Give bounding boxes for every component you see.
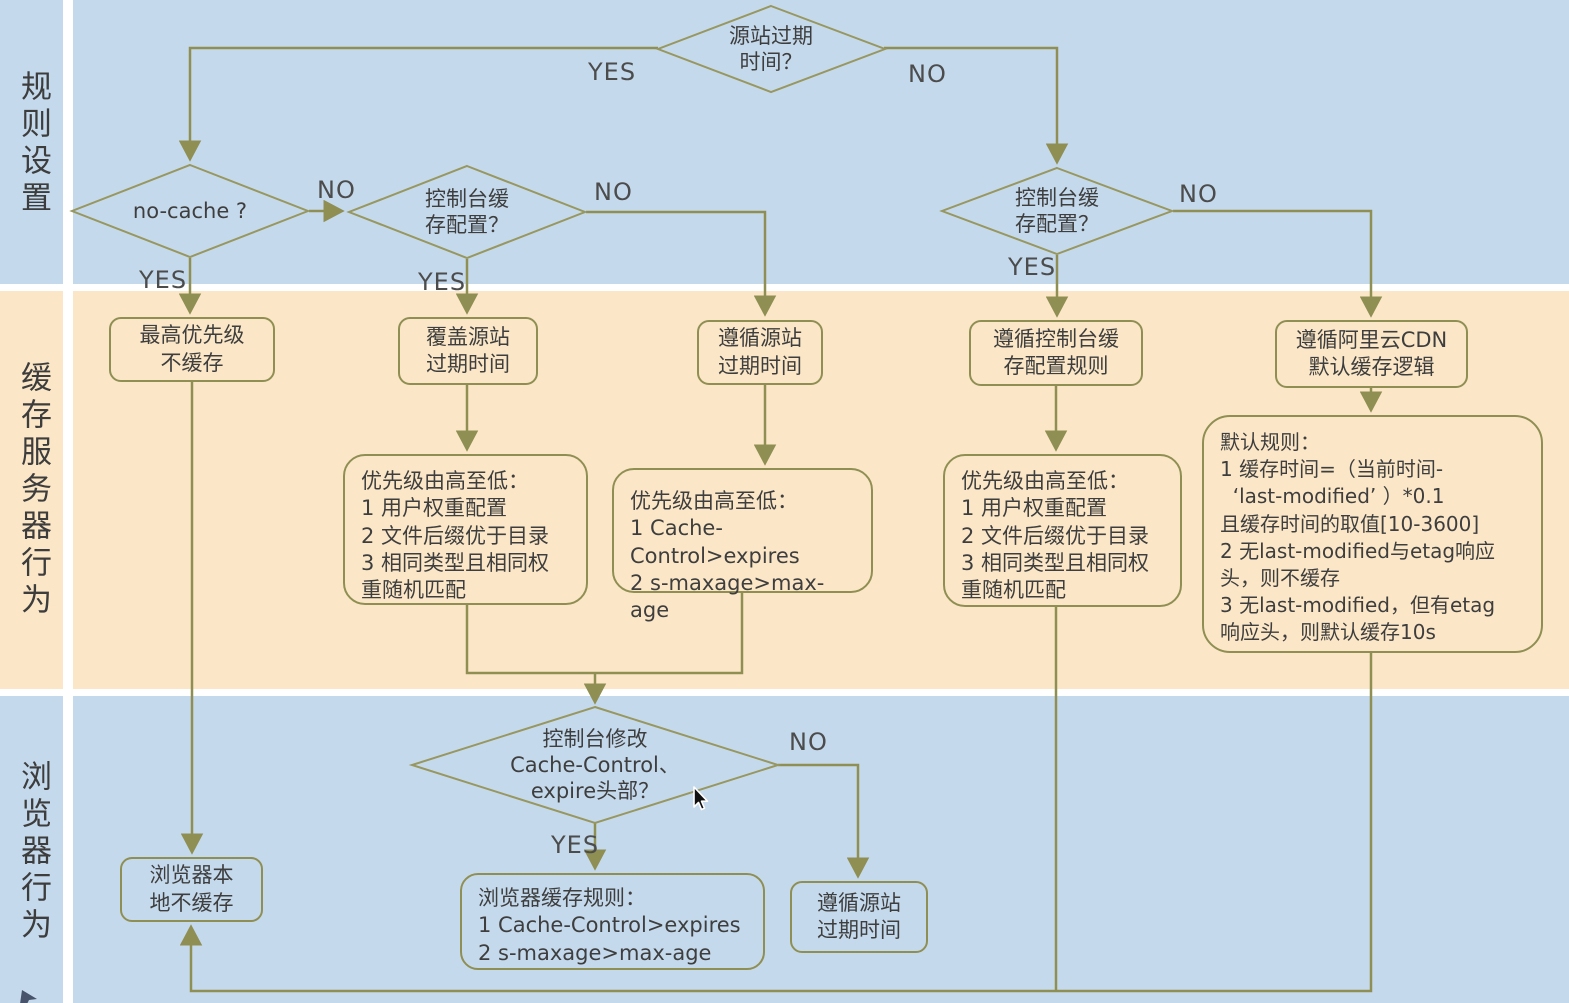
node-follow-console-rules: 遵循控制台缓 存配置规则 (969, 320, 1143, 386)
connector-origin-no (884, 46, 1069, 165)
connector-consoleL-no (586, 210, 777, 317)
decision-no-cache-shape (69, 163, 311, 259)
decision-console-cache-right-shape (939, 166, 1175, 256)
node-follow-origin-expire: 遵循源站 过期时间 (697, 320, 823, 385)
band-cache-server (0, 291, 1569, 689)
node-follow-origin-expire-bottom: 遵循源站 过期时间 (790, 881, 928, 953)
decision-console-cache-right-label: 控制台缓 存配置？ (1015, 186, 1099, 237)
node-override-origin-expire: 覆盖源站 过期时间 (398, 317, 538, 385)
edge-label-console-right-no: NO (1179, 180, 1218, 208)
edge-label-console-right-yes: YES (1008, 253, 1057, 281)
sidebar-label-browser: 浏览器行为 (15, 759, 51, 945)
decision-modify-headers-label: 控制台修改 Cache-Control、 expire头部？ (510, 727, 680, 804)
sidebar-divider (63, 0, 73, 1003)
secondary-cursor-icon (20, 990, 37, 1003)
sidebar-label-cache-server: 缓存服务器行为 (15, 360, 51, 620)
node-priority-weight-left: 优先级由高至低： 1 用户权重配置 2 文件后缀优于目录 3 相同类型且相同权 … (343, 454, 588, 605)
decision-console-cache-left-shape (346, 164, 588, 260)
connector-consoleR-no (1173, 209, 1383, 318)
edge-label-console-left-no: NO (594, 178, 633, 206)
edge-label-modify-yes: YES (551, 831, 600, 859)
node-priority-cache-control: 优先级由高至低： 1 Cache-Control>expires 2 s-max… (612, 468, 873, 622)
edge-label-origin-yes: YES (588, 58, 637, 86)
connector-modify-no (778, 763, 870, 879)
band-browser (0, 696, 1569, 1003)
node-browser-no-local-cache: 浏览器本 地不缓存 (120, 857, 263, 922)
node-browser-cache-rules: 浏览器缓存规则： 1 Cache-Control>expires 2 s-max… (460, 873, 765, 970)
decision-no-cache-label: no-cache ? (132, 199, 248, 223)
decision-modify-headers-shape (408, 705, 782, 825)
connector-origin-yes (178, 46, 658, 162)
node-default-rules: 默认规则： 1 缓存时间=（当前时间- ‘last-modified’ ）*0.… (1202, 415, 1543, 653)
mouse-cursor-icon (693, 786, 709, 811)
connector-priority-merge (465, 593, 744, 675)
node-highest-priority-no-cache: 最高优先级 不缓存 (109, 317, 275, 382)
decision-origin-expire-label: 源站过期 时间？ (729, 24, 813, 75)
decision-origin-expire-shape (655, 4, 888, 94)
sidebar-label-rule-settings: 规则设置 (15, 69, 51, 218)
node-follow-cdn-default: 遵循阿里云CDN 默认缓存逻辑 (1275, 320, 1468, 388)
node-priority-weight-right: 优先级由高至低： 1 用户权重配置 2 文件后缀优于目录 3 相同类型且相同权 … (943, 454, 1182, 607)
edge-label-console-left-yes: YES (418, 268, 467, 296)
edge-label-modify-no: NO (789, 728, 828, 756)
edge-label-origin-no: NO (908, 60, 947, 88)
edge-label-nocache-no: NO (317, 176, 356, 204)
decision-console-cache-left-label: 控制台缓 存配置？ (425, 187, 509, 238)
connector-return-to-browser-no-cache (179, 653, 1373, 993)
edge-label-nocache-yes: YES (139, 266, 188, 294)
